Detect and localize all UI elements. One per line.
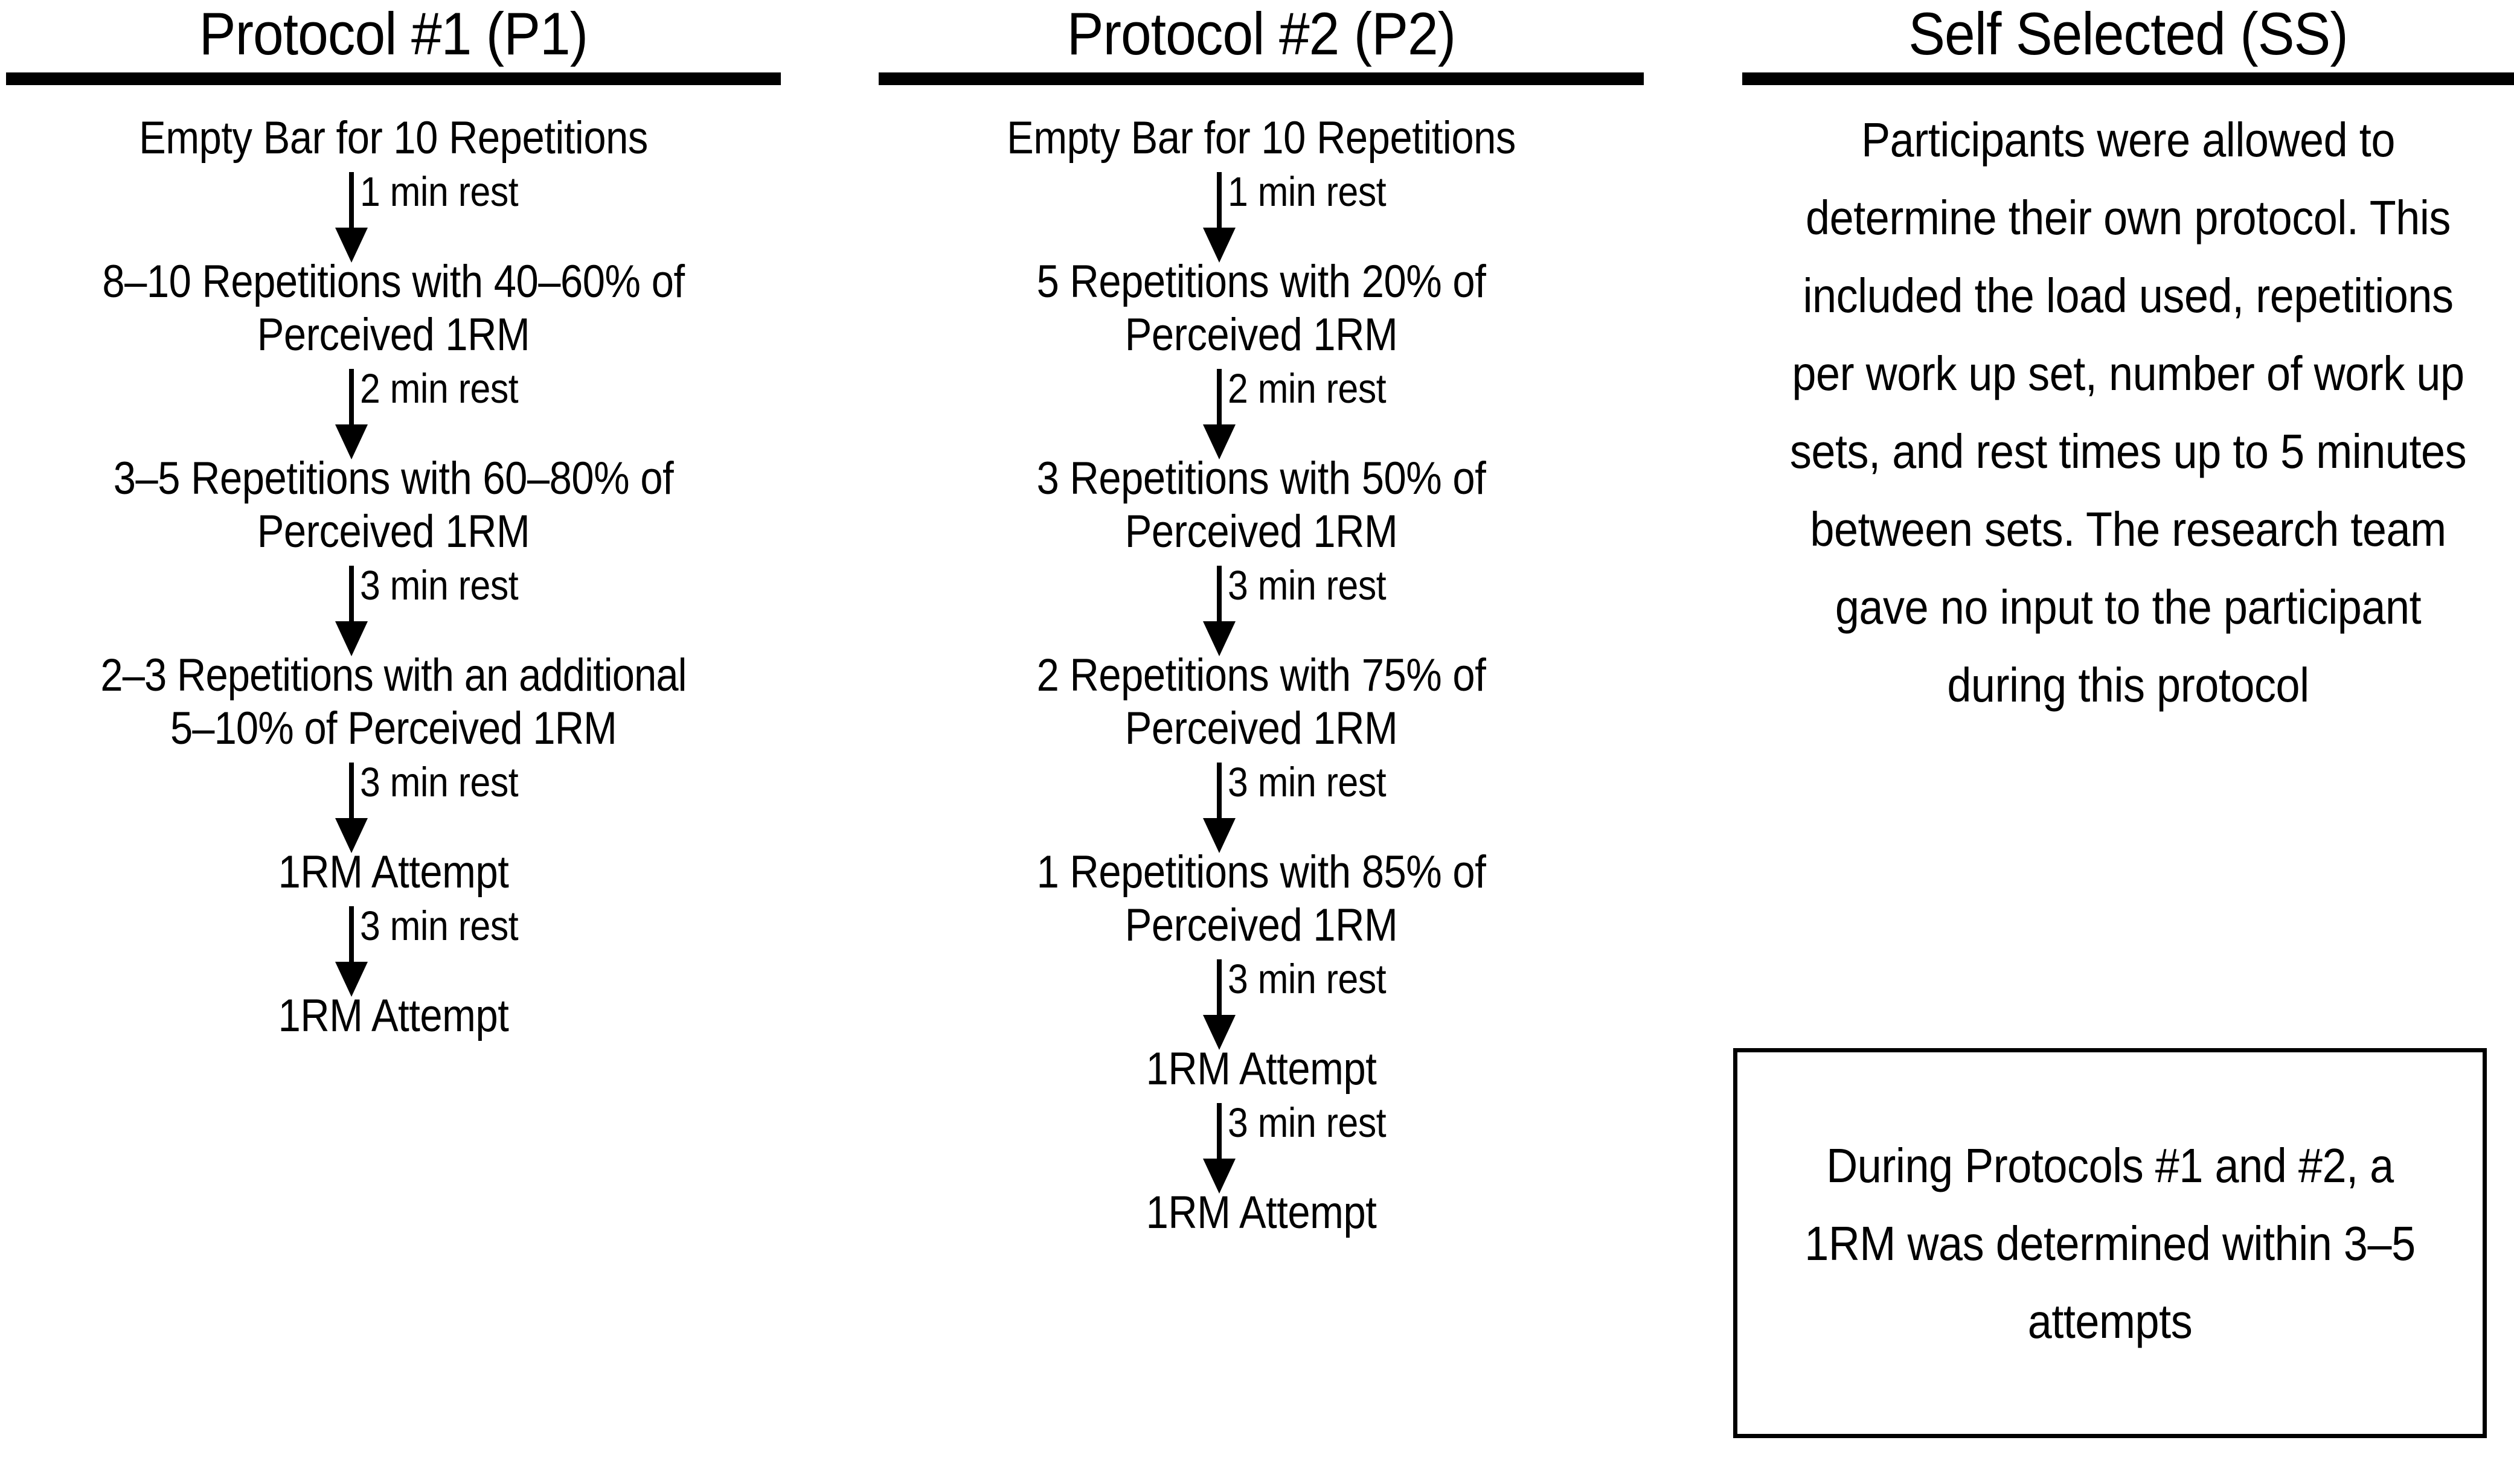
arrow-head-icon [335,818,368,853]
connector-p2-3: 3 min rest [879,558,1644,656]
column-header-protocol-1: Protocol #1 (P1) [199,0,588,67]
arrow-shaft-icon [348,566,354,625]
step-p2-7: 1RM Attempt [1146,1187,1377,1238]
connector-p2-4: 3 min rest [879,755,1644,853]
arrow-shaft-icon [348,172,354,231]
step-p1-1: Empty Bar for 10 Repetitions [139,112,648,164]
flow-protocol-2: Empty Bar for 10 Repetitions 1 min rest … [879,85,1644,1239]
step-p2-3: 3 Repetitions with 50% of Perceived 1RM [1036,453,1486,557]
self-selected-description: Participants were allowed to determine t… [1789,113,2467,712]
connector-p2-2: 2 min rest [879,362,1644,459]
connector-p2-1: 1 min rest [879,165,1644,263]
connector-p1-5: 3 min rest [6,899,781,997]
step-p1-4: 2–3 Repetitions with an additional 5–10%… [100,650,687,754]
step-p2-5: 1 Repetitions with 85% of Perceived 1RM [1036,846,1486,951]
rest-label-p1-5: 3 min rest [359,903,519,949]
arrow-shaft-icon [1216,959,1222,1019]
column-protocol-2: Protocol #2 (P2) Empty Bar for 10 Repeti… [879,0,1644,1239]
arrow-head-icon [1202,1015,1236,1050]
rest-label-p1-1: 1 min rest [359,168,519,215]
rest-label-p1-3: 3 min rest [359,562,519,609]
step-p2-6: 1RM Attempt [1146,1043,1377,1095]
header-rule-protocol-1 [6,72,781,85]
connector-p2-6: 3 min rest [879,1096,1644,1194]
rest-label-p2-2: 2 min rest [1227,365,1387,412]
flow-protocol-1: Empty Bar for 10 Repetitions 1 min rest … [6,85,781,1043]
connector-p2-5: 3 min rest [879,952,1644,1050]
arrow-shaft-icon [1216,369,1222,428]
step-p1-5: 1RM Attempt [278,846,509,898]
step-p1-6: 1RM Attempt [278,990,509,1041]
arrow-head-icon [1202,621,1236,656]
arrow-shaft-icon [348,906,354,965]
column-header-self-selected: Self Selected (SS) [1908,0,2349,67]
connector-p1-3: 3 min rest [6,558,781,656]
column-header-protocol-2: Protocol #2 (P2) [1066,0,1456,67]
step-p1-2: 8–10 Repetitions with 40–60% of Perceive… [102,256,685,360]
connector-p1-1: 1 min rest [6,165,781,263]
arrow-head-icon [1202,228,1236,263]
arrow-shaft-icon [1216,1103,1222,1162]
arrow-shaft-icon [348,369,354,428]
rest-label-p1-4: 3 min rest [359,759,519,805]
rest-label-p2-4: 3 min rest [1227,759,1387,805]
header-rule-protocol-2 [879,72,1644,85]
column-protocol-1: Protocol #1 (P1) Empty Bar for 10 Repeti… [6,0,781,1043]
arrow-shaft-icon [1216,566,1222,625]
rest-label-p2-1: 1 min rest [1227,168,1387,215]
step-p2-2: 5 Repetitions with 20% of Perceived 1RM [1036,256,1486,360]
arrow-head-icon [1202,1159,1236,1194]
step-p1-3: 3–5 Repetitions with 60–80% of Perceived… [113,453,674,557]
arrow-shaft-icon [1216,763,1222,822]
arrow-shaft-icon [348,763,354,822]
arrow-head-icon [1202,424,1236,459]
rest-label-p2-6: 3 min rest [1227,1099,1387,1146]
column-self-selected: Self Selected (SS) Participants were all… [1742,0,2514,724]
arrow-head-icon [335,228,368,263]
step-p2-4: 2 Repetitions with 75% of Perceived 1RM [1036,650,1486,754]
arrow-head-icon [335,621,368,656]
arrow-head-icon [1202,818,1236,853]
arrow-head-icon [335,962,368,997]
rest-label-p2-3: 3 min rest [1227,562,1387,609]
header-rule-self-selected [1742,72,2514,85]
note-box-text: During Protocols #1 and #2, a 1RM was de… [1804,1138,2416,1348]
arrow-head-icon [335,424,368,459]
arrow-shaft-icon [1216,172,1222,231]
rest-label-p2-5: 3 min rest [1227,956,1387,1002]
step-p2-1: Empty Bar for 10 Repetitions [1007,112,1516,164]
note-box-1rm-attempts: During Protocols #1 and #2, a 1RM was de… [1733,1048,2487,1438]
rest-label-p1-2: 2 min rest [359,365,519,412]
connector-p1-2: 2 min rest [6,362,781,459]
connector-p1-4: 3 min rest [6,755,781,853]
